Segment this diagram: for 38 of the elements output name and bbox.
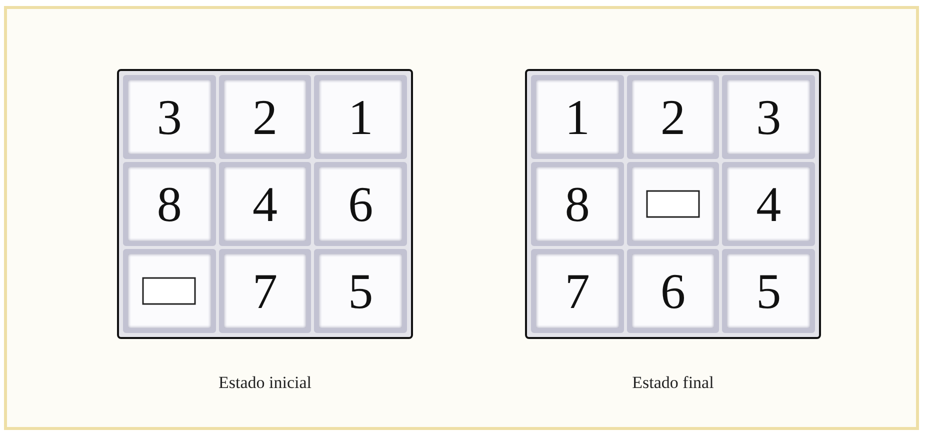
- tile-number: 4: [756, 179, 782, 229]
- tile-number: 3: [156, 92, 182, 142]
- number-tile: [722, 75, 815, 159]
- number-tile: [218, 162, 312, 246]
- tile-number: 7: [252, 266, 278, 316]
- tile-number: 8: [156, 179, 182, 229]
- empty-tile: [626, 162, 720, 246]
- number-tile: [314, 162, 407, 246]
- number-tile: [531, 249, 624, 333]
- number-tile: [722, 162, 815, 246]
- board-label: Estado final: [632, 373, 714, 393]
- number-tile: [123, 162, 216, 246]
- tile-number: 8: [564, 179, 590, 229]
- tile-number: 5: [348, 266, 374, 316]
- puzzle-board: [525, 69, 821, 339]
- puzzle-board: [117, 69, 413, 339]
- tile-number: 7: [564, 266, 590, 316]
- tile-number: 3: [756, 92, 782, 142]
- number-tile: [218, 75, 312, 159]
- tile-number: 1: [564, 92, 590, 142]
- number-tile: [531, 162, 624, 246]
- tile-number: 1: [348, 92, 374, 142]
- board-label: Estado inicial: [218, 373, 312, 393]
- empty-tile: [123, 249, 216, 333]
- number-tile: [626, 249, 720, 333]
- number-tile: [218, 249, 312, 333]
- tile-number: 2: [252, 92, 278, 142]
- number-tile: [722, 249, 815, 333]
- tile-number: 2: [660, 92, 686, 142]
- number-tile: [531, 75, 624, 159]
- tile-number: 6: [348, 179, 374, 229]
- number-tile: [123, 75, 216, 159]
- tile-number: 4: [252, 179, 278, 229]
- number-tile: [626, 75, 720, 159]
- number-tile: [314, 75, 407, 159]
- number-tile: [314, 249, 407, 333]
- tile-number: 5: [756, 266, 782, 316]
- tile-number: 6: [660, 266, 686, 316]
